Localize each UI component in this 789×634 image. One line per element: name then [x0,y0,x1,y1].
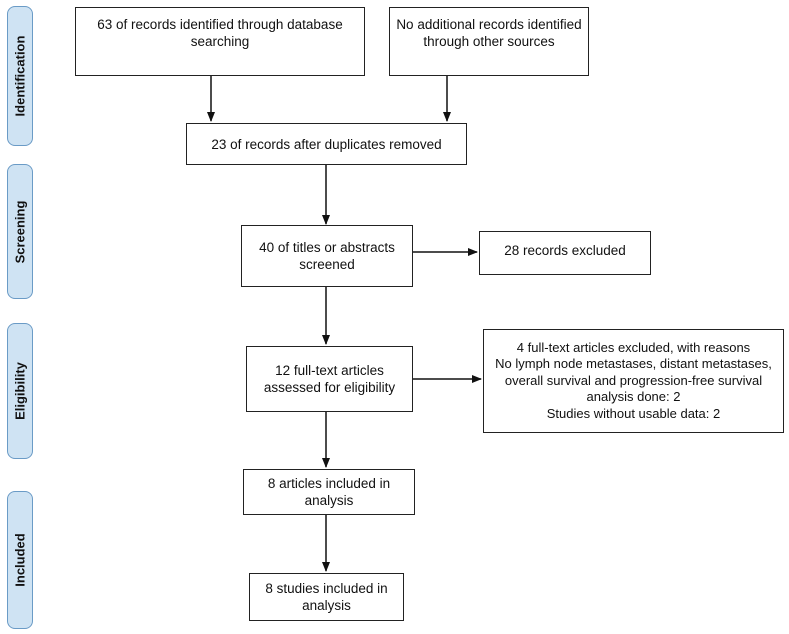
box-records-excluded: 28 records excluded [479,231,651,275]
box-studies-included: 8 studies included in analysis [249,573,404,621]
phase-screening: Screening [7,164,33,299]
phase-eligibility: Eligibility [7,323,33,459]
phase-included: Included [7,491,33,629]
box-duplicates-removed: 23 of records after duplicates removed [186,123,467,165]
box-database-search: 63 of records identified through databas… [75,7,365,76]
box-fulltext-excluded: 4 full-text articles excluded, with reas… [483,329,784,433]
box-articles-included: 8 articles included in analysis [243,469,415,515]
phase-identification: Identification [7,6,33,146]
box-screened: 40 of titles or abstracts screened [241,225,413,287]
box-fulltext-assessed: 12 full-text articles assessed for eligi… [246,346,413,412]
box-other-sources: No additional records identified through… [389,7,589,76]
